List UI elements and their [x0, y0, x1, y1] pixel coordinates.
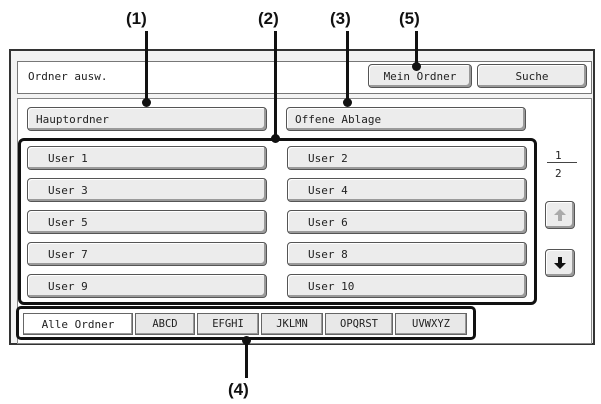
tab-jklmn[interactable]: JKLMN	[261, 313, 323, 335]
index-tabs: Alle Ordner ABCD EFGHI JKLMN OPQRST UVWX…	[16, 306, 476, 340]
main-folder-button[interactable]: Hauptordner	[27, 107, 267, 131]
total-pages: 2	[555, 167, 562, 180]
callout-2: (2)	[258, 9, 279, 28]
current-page: 1	[555, 149, 562, 162]
leader-dot-4	[242, 336, 251, 345]
user-grid-highlight	[18, 138, 537, 305]
leader-line-4	[245, 340, 248, 378]
user-folder-button[interactable]: User 2	[287, 146, 527, 170]
tab-opqrst[interactable]: OPQRST	[325, 313, 393, 335]
arrow-down-icon	[554, 257, 566, 269]
leader-line-2	[274, 31, 277, 138]
user-folder-button[interactable]: User 8	[287, 242, 527, 266]
user-folder-button[interactable]: User 5	[27, 210, 267, 234]
page-up-button[interactable]	[545, 201, 575, 229]
callout-1: (1)	[126, 9, 147, 28]
leader-dot-2	[271, 134, 280, 143]
tab-efghi[interactable]: EFGHI	[197, 313, 259, 335]
user-folder-button[interactable]: User 1	[27, 146, 267, 170]
page-divider	[547, 162, 577, 163]
search-button[interactable]: Suche	[477, 64, 587, 88]
user-folder-button[interactable]: User 10	[287, 274, 527, 298]
leader-line-3	[346, 31, 349, 102]
user-folder-button[interactable]: User 3	[27, 178, 267, 202]
leader-dot-5	[412, 62, 421, 71]
user-folder-button[interactable]: User 9	[27, 274, 267, 298]
callout-5: (5)	[399, 9, 420, 28]
arrow-up-icon	[554, 209, 566, 221]
open-storage-button[interactable]: Offene Ablage	[286, 107, 526, 131]
leader-dot-3	[343, 98, 352, 107]
callout-3: (3)	[330, 9, 351, 28]
callout-4: (4)	[228, 380, 249, 399]
screen-title: Ordner ausw.	[28, 70, 108, 83]
user-folder-button[interactable]: User 4	[287, 178, 527, 202]
tab-abcd[interactable]: ABCD	[135, 313, 195, 335]
tab-uvwxyz[interactable]: UVWXYZ	[395, 313, 467, 335]
user-folder-button[interactable]: User 6	[287, 210, 527, 234]
leader-dot-1	[142, 98, 151, 107]
page-down-button[interactable]	[545, 249, 575, 277]
leader-line-5	[415, 31, 418, 67]
user-folder-button[interactable]: User 7	[27, 242, 267, 266]
leader-line-1	[145, 31, 148, 102]
tab-all-folders[interactable]: Alle Ordner	[23, 313, 133, 335]
